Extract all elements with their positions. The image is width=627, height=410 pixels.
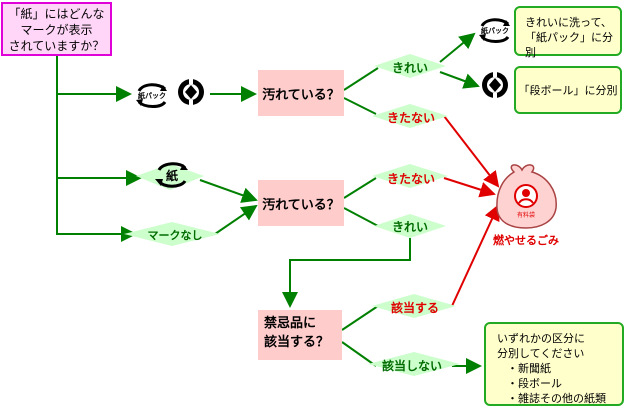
- start-line-2: マークが表示: [20, 23, 93, 37]
- branch-no-mark: マークなし: [147, 229, 203, 242]
- start-line-3: されていますか？: [8, 39, 105, 53]
- start-question: 「紙」にはどんな マークが表示 されていますか？: [1, 2, 112, 56]
- start-line-1: 「紙」にはどんな: [8, 7, 105, 21]
- bag-label: 有料袋: [517, 211, 535, 219]
- dirty-question-a: 汚れている？: [258, 70, 344, 116]
- branch-clean-a: きれい: [391, 61, 428, 75]
- result-paper-pack-line-1: きれいに洗って、: [525, 16, 612, 29]
- branch-clean-b: きれい: [391, 220, 428, 234]
- result-cardboard: 「段ボール」に分別: [514, 66, 622, 114]
- paper-pack-recycle-icon-result: 紙パック: [479, 18, 510, 43]
- dirty-question-b: 汚れている？: [258, 180, 344, 226]
- branch-dirty-a: きたない: [386, 111, 435, 125]
- result-other-line-4: ・段ボール: [507, 377, 562, 390]
- result-other-paper: いずれかの区分に 分別してください ・新聞紙 ・段ボール ・雑誌その他の紙類: [484, 322, 624, 406]
- container-recycle-icon-result: [482, 71, 508, 99]
- paper-pack-mark-text: 紙パック: [138, 91, 166, 100]
- paper-recycle-icon: 紙: [155, 162, 188, 188]
- result-other-line-3: ・新聞紙: [507, 362, 551, 375]
- result-other-line-1: いずれかの区分に: [497, 332, 585, 345]
- paper-pack-mark-text-result: 紙パック: [481, 26, 509, 35]
- prohibited-line-1: 禁忌品に: [264, 316, 317, 331]
- container-recycle-icon: [178, 78, 204, 106]
- result-other-line-2: 分別してください: [497, 347, 585, 360]
- paper-pack-recycle-icon: 紙パック: [136, 83, 167, 108]
- branch-applies: 該当する: [390, 301, 439, 315]
- result-other-line-5: ・雑誌その他の紙類: [507, 392, 606, 405]
- branch-dirty-b: きたない: [386, 172, 435, 186]
- paper-mark-text: 紙: [166, 168, 178, 183]
- garbage-bag-icon: 有料袋: [496, 164, 557, 229]
- result-burnable: 燃やせるごみ: [493, 234, 559, 247]
- prohibited-line-2: 該当する？: [264, 335, 330, 350]
- result-paper-pack: きれいに洗って、 「紙パック」に分別: [514, 6, 622, 59]
- branch-not-applies: 該当しない: [381, 359, 442, 373]
- result-paper-pack-line-2: 「紙パック」に分別: [525, 31, 613, 59]
- prohibited-question: 禁忌品に 該当する？: [258, 310, 342, 360]
